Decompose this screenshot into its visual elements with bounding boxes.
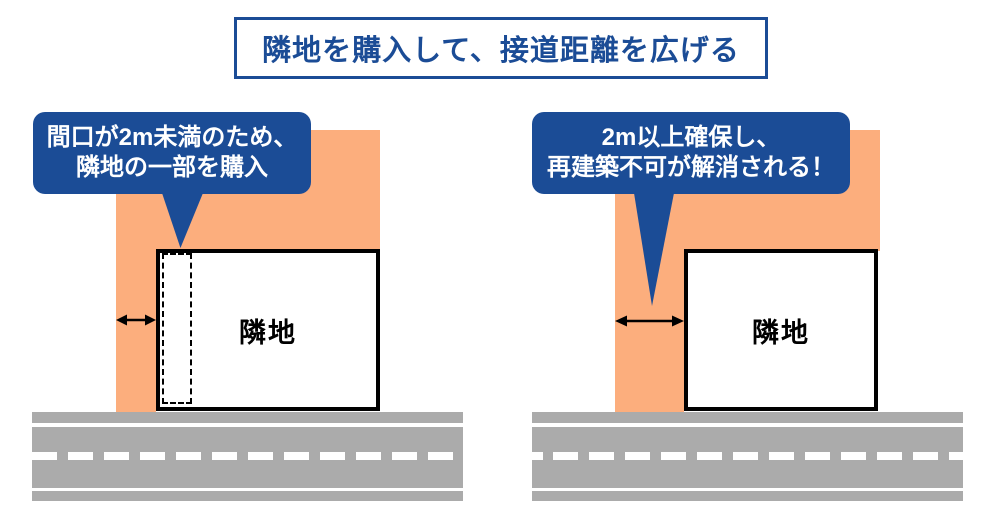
left-road-edge-line-top: [32, 423, 463, 427]
right-frontage-arrow-icon: [615, 313, 684, 329]
left-purchase-strip-dashed: [162, 253, 192, 404]
left-adjacent-land-label: 隣地: [239, 317, 297, 348]
right-road-near-shoulder: [532, 491, 963, 501]
right-bubble-line1: 2m以上確保し、: [601, 124, 781, 151]
left-road-lane-lower: [32, 460, 463, 488]
right-bubble-line2: 再建築不可が解消される！: [547, 154, 835, 181]
left-road-edge-line-bottom: [32, 488, 463, 491]
left-speech-bubble: 間口が2m未満のため、 隣地の一部を購入: [33, 112, 311, 194]
left-frontage-arrow-icon: [116, 312, 156, 328]
left-bubble-line1: 間口が2m未満のため、: [46, 124, 298, 151]
left-road-lane-upper: [32, 427, 463, 452]
left-flag-lot-approach: [116, 250, 156, 412]
right-speech-bubble: 2m以上確保し、 再建築不可が解消される！: [532, 112, 850, 194]
page-title: 隣地を購入して、接道距離を広げる: [262, 35, 740, 67]
right-adjacent-land-plot: 隣地: [684, 249, 878, 411]
left-road-near-shoulder: [32, 491, 463, 501]
right-road: [532, 412, 963, 501]
left-road-center-dashed-line: [32, 452, 463, 460]
right-road-far-shoulder: [532, 412, 963, 423]
right-road-lane-upper: [532, 427, 963, 452]
left-adjacent-land-plot: 隣地: [156, 249, 380, 411]
right-road-center-dashed-line: [532, 452, 963, 460]
right-road-lane-lower: [532, 460, 963, 488]
right-adjacent-land-label: 隣地: [752, 317, 810, 348]
right-road-edge-line-top: [532, 423, 963, 427]
left-bubble-line2: 隣地の一部を購入: [76, 154, 268, 181]
right-road-edge-line-bottom: [532, 488, 963, 491]
left-road: [32, 412, 463, 501]
title-banner: 隣地を購入して、接道距離を広げる: [234, 17, 768, 79]
left-road-far-shoulder: [32, 412, 463, 423]
